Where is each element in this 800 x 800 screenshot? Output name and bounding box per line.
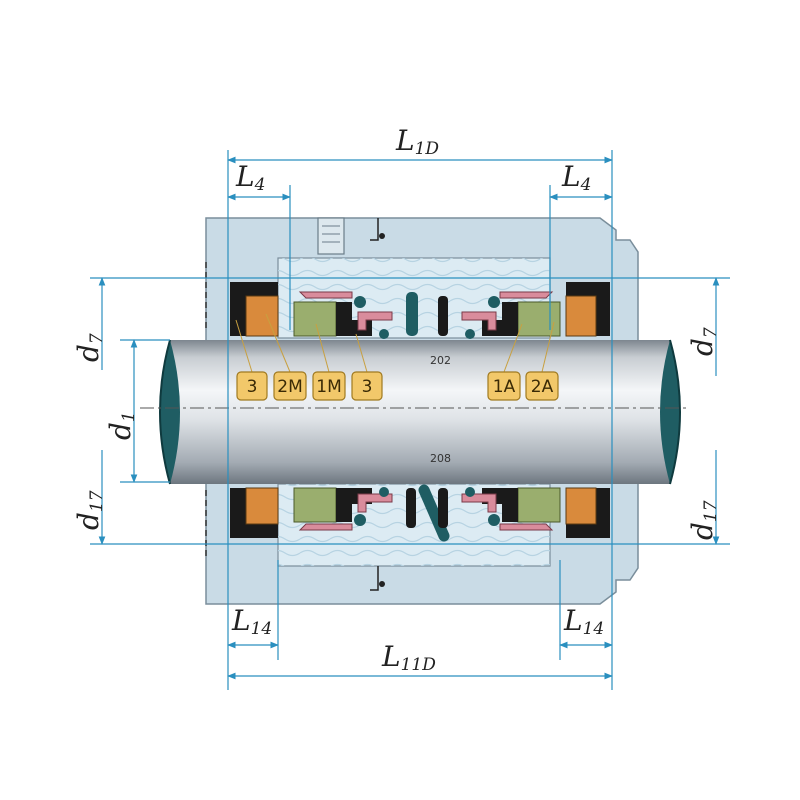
- part-tag: 2A: [525, 371, 559, 401]
- shaft-label-top: 202: [430, 354, 451, 367]
- upper-seal-assembly: [230, 282, 610, 339]
- part-tag: 1M: [312, 371, 346, 401]
- dim-l11d: L11D: [381, 640, 436, 675]
- dim-l1d: L1D: [395, 124, 439, 159]
- shaft-label-bottom: 208: [430, 452, 451, 465]
- part-tags: 3 2M 1M 3 1A 2A: [236, 371, 559, 401]
- dim-d7-right: d7: [686, 327, 721, 356]
- rotary-face-right: [517, 301, 561, 337]
- dim-l14-right: L14: [563, 604, 604, 639]
- part-tag-label: 2M: [277, 377, 302, 397]
- stationary-seat-right: [565, 295, 597, 337]
- stationary-seat-left: [245, 295, 279, 337]
- flush-port: [317, 217, 345, 255]
- part-tag: 1A: [487, 371, 521, 401]
- rotary-face-left: [293, 301, 337, 337]
- dim-d17-right: d17: [686, 500, 721, 540]
- dimension-lines: [90, 150, 730, 690]
- shaft: 202 208: [140, 339, 690, 485]
- part-tag-label: 3: [247, 377, 258, 397]
- dim-l14-left: L14: [231, 604, 272, 639]
- part-tag: 2M: [273, 371, 307, 401]
- dim-l4-right: L4: [561, 160, 591, 195]
- dim-l4-left: L4: [235, 160, 265, 195]
- part-tag: 3: [351, 371, 383, 401]
- part-tag-label: 2A: [531, 377, 554, 397]
- lower-seal-assembly: [230, 484, 610, 542]
- dim-d17-left: d17: [72, 490, 107, 530]
- tag-leaders: [235, 313, 555, 373]
- part-tag-label: 1A: [493, 377, 516, 397]
- dimension-labels: L1D L4 L4 L14 L14 L11D d7 d1 d17 d7 d17: [72, 124, 721, 675]
- part-tag: 3: [236, 371, 268, 401]
- drive-pin-left: [406, 292, 418, 336]
- dim-d7-left: d7: [72, 333, 107, 362]
- part-tag-label: 3: [362, 377, 373, 397]
- dim-d1: d1: [104, 411, 139, 440]
- part-tag-label: 1M: [316, 377, 341, 397]
